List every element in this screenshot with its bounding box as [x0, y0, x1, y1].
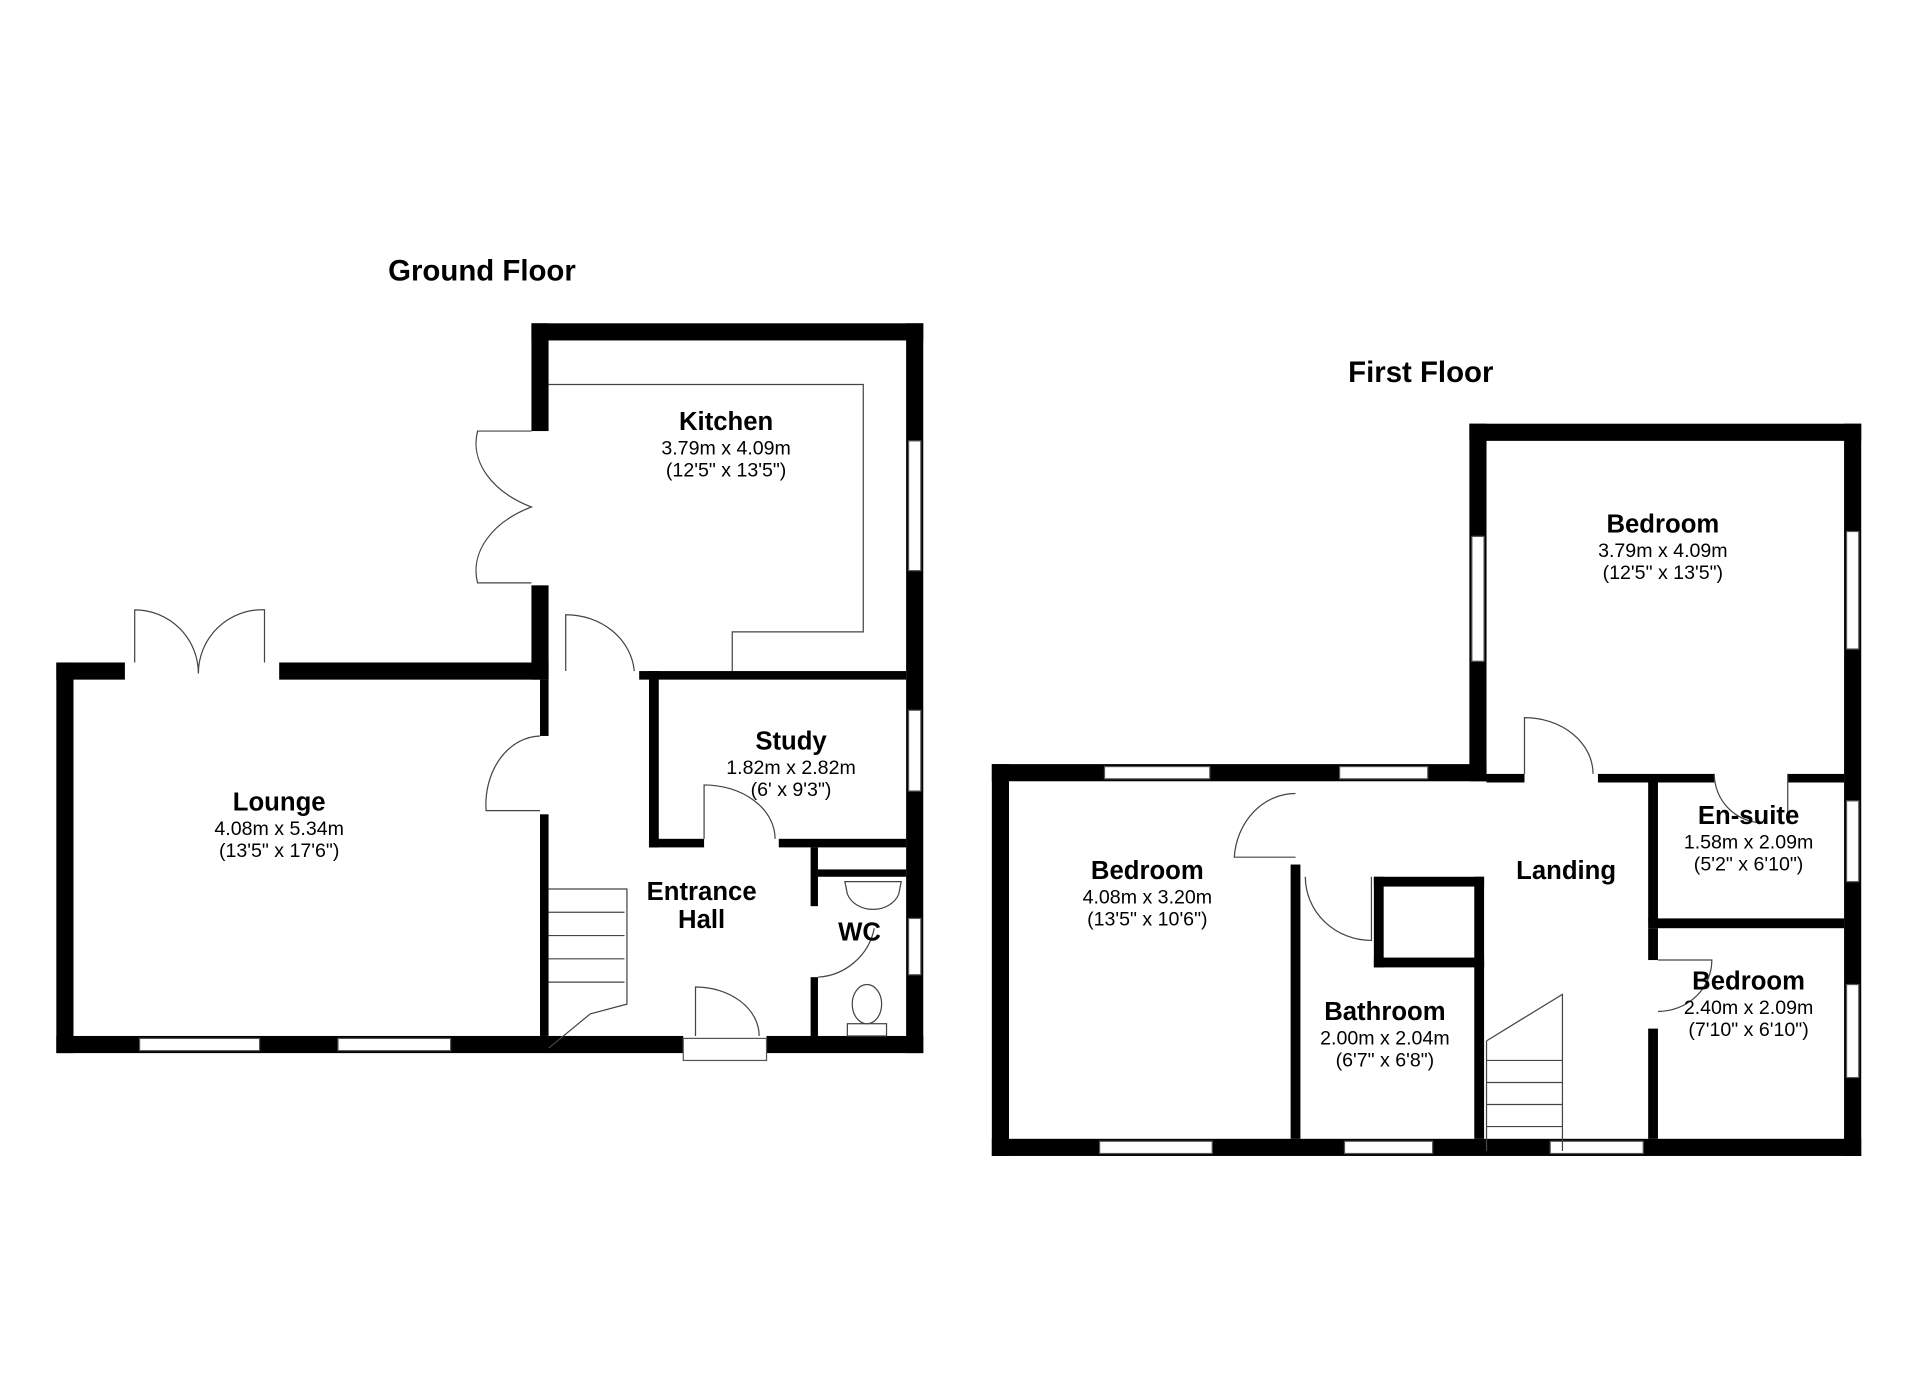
svg-text:1.82m x 2.82m: 1.82m x 2.82m [726, 757, 856, 779]
svg-text:(6'7" x 6'8"): (6'7" x 6'8") [1336, 1050, 1435, 1072]
svg-text:Bedroom: Bedroom [1091, 857, 1204, 885]
svg-text:4.08m x 5.34m: 4.08m x 5.34m [214, 818, 343, 840]
room-bedroom-2: Bedroom 4.08m x 3.20m (13'5" x 10'6") [1083, 857, 1213, 931]
room-entrance-hall: Entrance Hall [647, 878, 757, 934]
svg-text:WC: WC [838, 918, 881, 946]
first-floor-plan: First Floor [991, 356, 1862, 1156]
room-bathroom: Bathroom 2.00m x 2.04m (6'7" x 6'8") [1320, 998, 1450, 1072]
ground-floor-walls [56, 323, 924, 1054]
svg-text:3.79m x 4.09m: 3.79m x 4.09m [1598, 540, 1728, 562]
svg-text:4.08m x 3.20m: 4.08m x 3.20m [1083, 887, 1213, 909]
room-bedroom-3: Bedroom 2.40m x 2.09m (7'10" x 6'10") [1684, 967, 1814, 1041]
svg-text:1.58m x 2.09m: 1.58m x 2.09m [1684, 832, 1814, 854]
svg-text:(6' x 9'3"): (6' x 9'3") [751, 779, 832, 801]
svg-text:Bathroom: Bathroom [1324, 998, 1445, 1026]
svg-text:Study: Study [755, 727, 827, 755]
room-landing: Landing [1516, 857, 1616, 885]
ground-floor-title: Ground Floor [388, 254, 576, 287]
svg-text:(13'5" x 17'6"): (13'5" x 17'6") [219, 840, 339, 862]
svg-text:Landing: Landing [1516, 857, 1616, 885]
room-kitchen: Kitchen 3.79m x 4.09m (12'5" x 13'5") [661, 408, 790, 482]
svg-text:(7'10" x 6'10"): (7'10" x 6'10") [1688, 1019, 1808, 1041]
room-lounge: Lounge 4.08m x 5.34m (13'5" x 17'6") [214, 789, 343, 863]
first-floor-doors [1233, 716, 1789, 1152]
svg-text:3.79m x 4.09m: 3.79m x 4.09m [661, 437, 790, 459]
svg-text:2.40m x 2.09m: 2.40m x 2.09m [1684, 997, 1814, 1019]
svg-text:En-suite: En-suite [1698, 802, 1799, 830]
first-floor-title: First Floor [1348, 356, 1493, 389]
svg-text:Bedroom: Bedroom [1606, 511, 1719, 539]
first-floor-windows [1098, 530, 1860, 1155]
ground-floor-doors [134, 383, 902, 1049]
svg-text:Bedroom: Bedroom [1692, 967, 1805, 995]
room-study: Study 1.82m x 2.82m (6' x 9'3") [726, 727, 856, 801]
room-bedroom-1: Bedroom 3.79m x 4.09m (12'5" x 13'5") [1598, 511, 1728, 585]
ground-floor-windows [138, 440, 922, 1062]
svg-text:(5'2" x 6'10"): (5'2" x 6'10") [1694, 854, 1804, 876]
svg-text:Lounge: Lounge [233, 789, 326, 817]
svg-text:(12'5" x 13'5"): (12'5" x 13'5") [1603, 562, 1723, 584]
svg-text:(13'5" x 10'6"): (13'5" x 10'6") [1087, 909, 1207, 931]
svg-text:Kitchen: Kitchen [679, 408, 773, 436]
room-wc: WC [838, 918, 881, 946]
svg-text:Hall: Hall [678, 906, 725, 934]
svg-text:(12'5" x 13'5"): (12'5" x 13'5") [666, 459, 786, 481]
ground-floor-plan: Ground Floor [56, 254, 924, 1062]
svg-text:2.00m x 2.04m: 2.00m x 2.04m [1320, 1028, 1450, 1050]
svg-text:Entrance: Entrance [647, 878, 757, 906]
room-en-suite: En-suite 1.58m x 2.09m (5'2" x 6'10") [1684, 802, 1814, 876]
